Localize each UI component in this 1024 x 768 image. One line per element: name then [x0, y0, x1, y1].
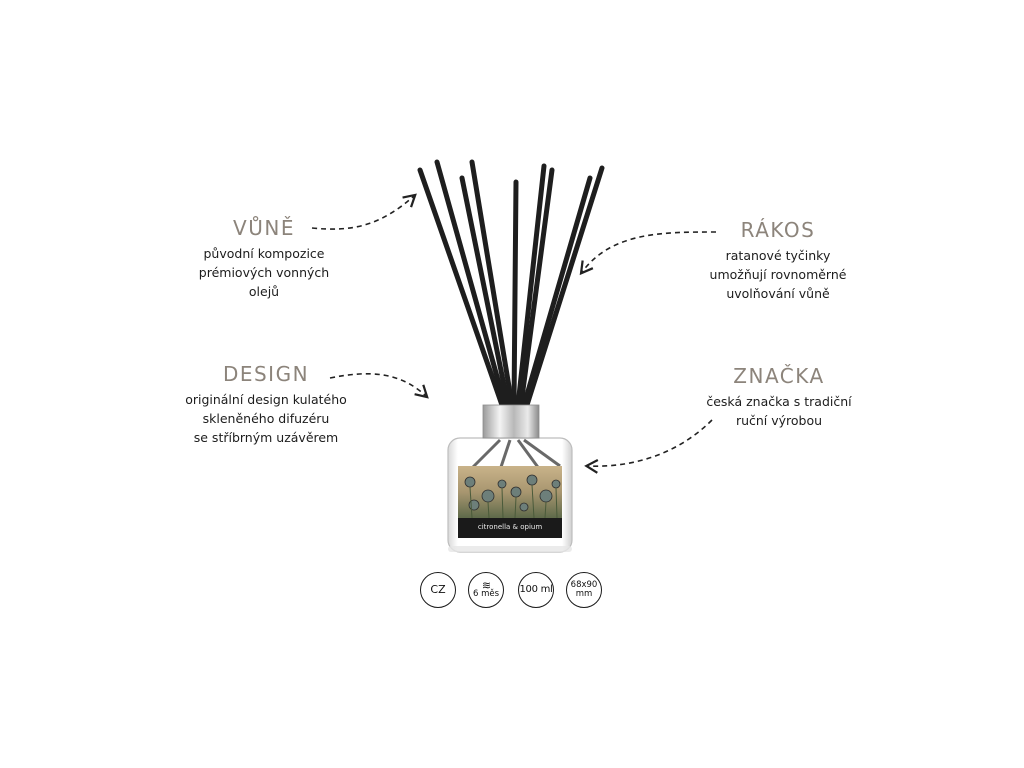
callout-vune: VŮNĚ původní kompozice prémiových vonnýc…	[184, 216, 344, 301]
callout-text: ratanové tyčinky umožňují rovnoměrné uvo…	[698, 246, 858, 303]
arrow-vune	[311, 193, 417, 230]
callout-title: RÁKOS	[740, 218, 816, 242]
callout-line: se stříbrným uzávěrem	[193, 430, 339, 445]
callout-line: česká značka s tradiční	[706, 394, 852, 409]
reed-stick	[459, 175, 511, 408]
label-band	[458, 518, 562, 538]
reed-stick	[518, 167, 555, 408]
callout-line: umožňují rovnoměrné	[709, 267, 847, 282]
callout-line: originální design kulatého	[185, 392, 347, 407]
callout-znacka: ZNAČKA česká značka s tradiční ruční výr…	[694, 364, 864, 430]
size-badge: 68x90 mm	[566, 572, 602, 608]
callout-line: ratanové tyčinky	[725, 248, 831, 263]
callout-line: uvolňování vůně	[726, 286, 830, 301]
callout-text: česká značka s tradiční ruční výrobou	[694, 392, 864, 430]
steam-icon: ≋	[481, 579, 491, 592]
reed-stick	[511, 179, 519, 408]
size-badge-text: 68x90	[570, 580, 598, 590]
volume-badge: 100 ml	[518, 572, 554, 608]
reed-stick	[469, 159, 515, 408]
product-label-text: citronella & opium	[477, 523, 543, 531]
arrow-rakos	[579, 231, 717, 276]
origin-badge-text: CZ	[430, 583, 446, 596]
reed-sticks	[417, 159, 605, 408]
size-badge-unit: mm	[575, 589, 593, 599]
reed-stick	[524, 165, 605, 408]
bottle-cap	[482, 404, 540, 439]
volume-badge-text: 100 ml	[519, 584, 553, 595]
reed-stick	[417, 167, 505, 408]
callout-line: olejů	[248, 284, 280, 299]
callout-text: původní kompozice prémiových vonných ole…	[184, 244, 344, 301]
callout-line: prémiových vonných	[198, 265, 330, 280]
reed-stick	[521, 175, 593, 408]
duration-badge-text: 6 měs	[472, 589, 500, 599]
callout-line: skleněného difuzéru	[202, 411, 330, 426]
arrow-znacka	[584, 419, 713, 474]
arrow-design	[329, 373, 429, 399]
callout-title: VŮNĚ	[233, 216, 295, 240]
reed-stick	[434, 159, 508, 408]
callout-rakos: RÁKOS ratanové tyčinky umožňují rovnoměr…	[698, 218, 858, 303]
callout-line: původní kompozice	[203, 246, 325, 261]
callout-line: ruční výrobou	[735, 413, 823, 428]
callout-design: DESIGN originální design kulatého skleně…	[168, 362, 364, 447]
reed-stick	[515, 163, 547, 408]
callout-title: ZNAČKA	[733, 364, 825, 388]
origin-badge: CZ	[420, 572, 456, 608]
callout-title: DESIGN	[222, 362, 310, 386]
duration-badge: ≋ 6 měs	[468, 572, 504, 608]
callout-text: originální design kulatého skleněného di…	[168, 390, 364, 447]
callout-arrows	[311, 193, 717, 474]
